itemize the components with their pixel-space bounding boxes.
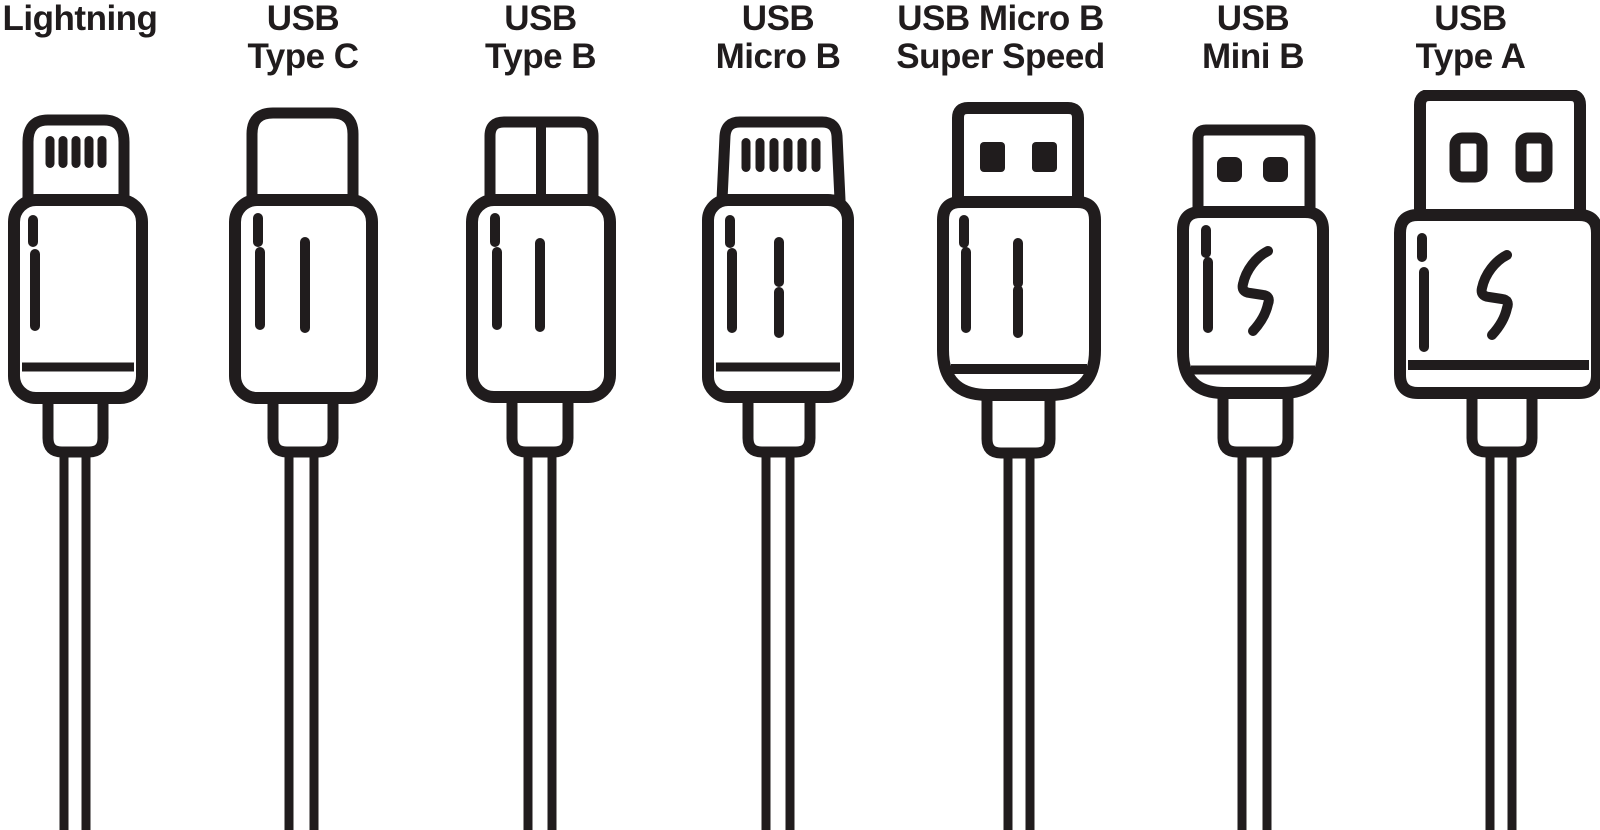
bolt-icon	[1237, 246, 1274, 336]
usb-micro-b-connector-icon	[702, 116, 854, 830]
body-marks	[1417, 233, 1429, 352]
tip-contacts	[980, 142, 1057, 172]
strain-relief	[1466, 384, 1538, 458]
tip-pins	[741, 138, 821, 172]
plug-tip	[952, 102, 1084, 208]
label-usb-type-a: USB Type A	[1415, 0, 1526, 76]
cable	[761, 442, 795, 830]
label-usb-mini-b: USB Mini B	[1202, 0, 1304, 76]
lightning-connector-icon	[8, 114, 148, 830]
tip-contacts	[1449, 132, 1553, 183]
label-lightning: Lightning	[2, 0, 158, 38]
cable	[59, 442, 91, 830]
usb-type-c-connector-icon	[229, 107, 378, 830]
strain-relief	[1217, 384, 1294, 458]
usb-mini-b-connector-icon	[1177, 124, 1329, 830]
plug-tip	[1414, 90, 1586, 221]
plug-body	[1394, 209, 1600, 399]
cable	[523, 442, 557, 830]
strain-relief	[42, 384, 109, 458]
label-usb-type-c: USB Type C	[247, 0, 359, 76]
usb-micro-b-super-speed-connector-icon	[937, 102, 1101, 830]
plug-tip	[246, 107, 359, 206]
usb-type-b-connector-icon	[466, 116, 616, 830]
body-marks	[28, 215, 40, 331]
body-marks	[253, 213, 310, 333]
plug-body	[8, 194, 148, 404]
body-marks	[1201, 225, 1213, 333]
plug-body	[1177, 206, 1329, 399]
strain-relief	[506, 384, 574, 458]
cable	[1485, 442, 1517, 830]
plug-tip	[1192, 124, 1316, 218]
body-marks	[959, 215, 1023, 338]
tip-contacts	[1217, 157, 1288, 182]
strain-relief	[742, 384, 816, 458]
strain-relief	[267, 384, 339, 458]
label-usb-type-b: USB Type B	[484, 0, 597, 76]
cable	[284, 442, 319, 830]
label-usb-micro-b-super-speed: USB Micro B Super Speed	[896, 0, 1105, 76]
usb-type-a-connector-icon	[1394, 90, 1600, 830]
cable	[1237, 442, 1272, 830]
tip-pins	[45, 136, 107, 168]
plug-tip	[716, 116, 846, 206]
bolt-icon	[1476, 250, 1513, 340]
strain-relief	[981, 384, 1056, 459]
body-marks	[725, 215, 784, 338]
body-marks	[490, 213, 545, 332]
label-usb-micro-b: USB Micro B	[715, 0, 841, 76]
cable	[1003, 442, 1035, 830]
